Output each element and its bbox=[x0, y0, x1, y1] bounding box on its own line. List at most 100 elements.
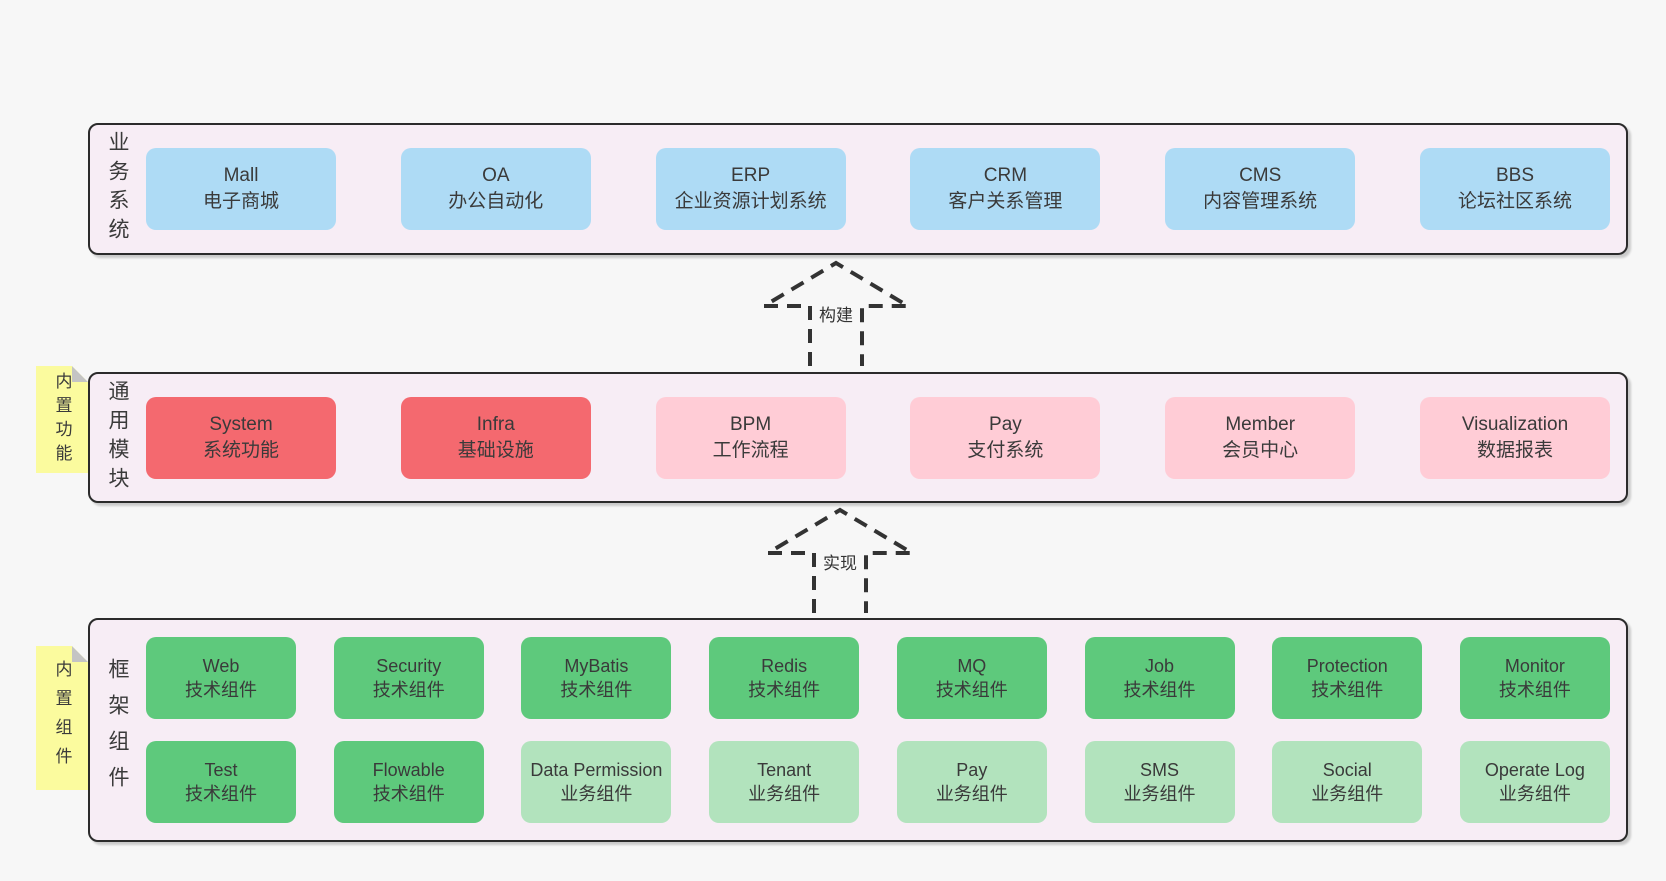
sticky-note-label: 内置功能 bbox=[52, 371, 72, 468]
box-cms: CMS 内容管理系统 bbox=[1165, 148, 1356, 230]
box-subtitle: 技术组件 bbox=[185, 784, 257, 804]
box-subtitle: 业务组件 bbox=[1498, 784, 1571, 804]
box-subtitle: 客户关系管理 bbox=[948, 191, 1063, 212]
box-name: Web bbox=[202, 656, 240, 676]
box-visualization: Visualization 数据报表 bbox=[1419, 396, 1610, 479]
box-redis: Redis 技术组件 bbox=[709, 637, 860, 719]
note-fold-corner-icon bbox=[72, 366, 88, 382]
band-label-text: 框架组件 bbox=[106, 658, 129, 802]
box-operate-log: Operate Log 业务组件 bbox=[1459, 741, 1610, 823]
box-name: Flowable bbox=[372, 760, 445, 780]
band-label-text: 通用模块 bbox=[106, 379, 129, 496]
box-name: Data Permission bbox=[530, 760, 663, 780]
box-name: Pay bbox=[956, 760, 988, 780]
box-subtitle: 业务组件 bbox=[748, 784, 821, 804]
box-mybatis: MyBatis 技术组件 bbox=[521, 637, 672, 719]
box-name: BBS bbox=[1495, 165, 1534, 186]
box-name: Operate Log bbox=[1484, 760, 1585, 780]
box-subtitle: 数据报表 bbox=[1476, 439, 1553, 461]
box-infra: Infra 基础设施 bbox=[400, 396, 591, 479]
box-web: Web 技术组件 bbox=[146, 637, 296, 719]
box-name: Test bbox=[204, 760, 238, 780]
build-arrow: 构建 bbox=[756, 257, 916, 369]
box-subtitle: 电子商城 bbox=[202, 191, 279, 212]
implement-arrow: 实现 bbox=[760, 505, 920, 615]
box-name: Member bbox=[1225, 413, 1296, 435]
box-social: Social 业务组件 bbox=[1272, 741, 1423, 823]
box-subtitle: 技术组件 bbox=[748, 680, 821, 700]
box-name: Social bbox=[1322, 760, 1372, 780]
band-label-text: 业务系统 bbox=[106, 131, 129, 247]
box-security: Security 技术组件 bbox=[333, 637, 484, 719]
box-subtitle: 技术组件 bbox=[560, 680, 633, 700]
sticky-note-label: 内置组件 bbox=[52, 660, 72, 776]
band-framework-components: 框架组件 Web 技术组件 Security 技术组件 MyBatis 技术组件… bbox=[88, 618, 1628, 842]
box-flowable: Flowable 技术组件 bbox=[333, 741, 484, 823]
box-bbs: BBS 论坛社区系统 bbox=[1419, 148, 1610, 230]
box-name: BPM bbox=[730, 413, 772, 435]
box-name: Visualization bbox=[1461, 413, 1569, 435]
box-name: MyBatis bbox=[564, 656, 629, 676]
box-job: Job 技术组件 bbox=[1084, 637, 1235, 719]
band-common-modules: 通用模块 System 系统功能 Infra 基础设施 BPM 工作流程 Pay… bbox=[88, 372, 1628, 503]
box-name: CMS bbox=[1239, 165, 1282, 186]
band-label: 通用模块 bbox=[90, 374, 144, 501]
note-fold-corner-icon bbox=[72, 646, 88, 662]
box-subtitle: 工作流程 bbox=[712, 439, 789, 461]
box-name: Job bbox=[1145, 656, 1175, 676]
box-subtitle: 技术组件 bbox=[372, 784, 445, 804]
band-label: 框架组件 bbox=[90, 620, 144, 840]
box-subtitle: 企业资源计划系统 bbox=[674, 191, 827, 212]
box-subtitle: 业务组件 bbox=[560, 784, 633, 804]
box-pay: Pay 支付系统 bbox=[910, 396, 1101, 479]
box-subtitle: 技术组件 bbox=[372, 680, 445, 700]
band-label: 业务系统 bbox=[90, 125, 144, 253]
band-content: Mall 电子商城 OA 办公自动化 ERP 企业资源计划系统 CRM 客户关系… bbox=[144, 125, 1626, 253]
box-subtitle: 会员中心 bbox=[1222, 439, 1299, 461]
component-row-1: Web 技术组件 Security 技术组件 MyBatis 技术组件 Redi… bbox=[146, 637, 1610, 719]
box-subtitle: 技术组件 bbox=[1311, 680, 1384, 700]
box-name: Redis bbox=[761, 656, 808, 676]
box-subtitle: 技术组件 bbox=[1498, 680, 1571, 700]
dashed-up-arrow-icon bbox=[760, 507, 920, 613]
box-protection: Protection 技术组件 bbox=[1272, 637, 1423, 719]
box-subtitle: 业务组件 bbox=[1123, 784, 1196, 804]
box-bpm: BPM 工作流程 bbox=[655, 396, 846, 479]
box-mq: MQ 技术组件 bbox=[896, 637, 1047, 719]
box-mall: Mall 电子商城 bbox=[146, 148, 336, 230]
box-member: Member 会员中心 bbox=[1165, 396, 1356, 479]
box-name: Mall bbox=[223, 165, 259, 186]
box-sms: SMS 业务组件 bbox=[1084, 741, 1235, 823]
box-tenant: Tenant 业务组件 bbox=[709, 741, 860, 823]
box-system: System 系统功能 bbox=[146, 396, 336, 479]
box-subtitle: 支付系统 bbox=[967, 439, 1044, 461]
box-subtitle: 技术组件 bbox=[935, 680, 1008, 700]
box-test: Test 技术组件 bbox=[146, 741, 296, 823]
box-crm: CRM 客户关系管理 bbox=[910, 148, 1101, 230]
box-subtitle: 技术组件 bbox=[185, 680, 257, 700]
box-pay-component: Pay 业务组件 bbox=[896, 741, 1047, 823]
component-row-2: Test 技术组件 Flowable 技术组件 Data Permission … bbox=[146, 741, 1610, 823]
box-subtitle: 系统功能 bbox=[202, 439, 279, 461]
box-name: Security bbox=[376, 656, 442, 676]
box-erp: ERP 企业资源计划系统 bbox=[655, 148, 846, 230]
box-name: Infra bbox=[476, 413, 515, 435]
box-name: MQ bbox=[957, 656, 987, 676]
dashed-up-arrow-icon bbox=[756, 260, 916, 366]
box-name: Tenant bbox=[757, 760, 812, 780]
box-subtitle: 技术组件 bbox=[1123, 680, 1196, 700]
box-oa: OA 办公自动化 bbox=[400, 148, 591, 230]
band-content: System 系统功能 Infra 基础设施 BPM 工作流程 Pay 支付系统… bbox=[144, 374, 1626, 501]
box-name: ERP bbox=[731, 165, 771, 186]
box-name: SMS bbox=[1140, 760, 1180, 780]
box-name: System bbox=[209, 413, 273, 435]
box-name: Monitor bbox=[1504, 656, 1565, 676]
band-content: Web 技术组件 Security 技术组件 MyBatis 技术组件 Redi… bbox=[144, 620, 1626, 840]
arrow-label: 实现 bbox=[820, 549, 860, 574]
box-subtitle: 论坛社区系统 bbox=[1457, 191, 1572, 212]
box-monitor: Monitor 技术组件 bbox=[1459, 637, 1610, 719]
band-business-systems: 业务系统 Mall 电子商城 OA 办公自动化 ERP 企业资源计划系统 CRM… bbox=[88, 123, 1628, 255]
box-subtitle: 内容管理系统 bbox=[1203, 191, 1318, 212]
box-name: Pay bbox=[989, 413, 1022, 435]
box-subtitle: 业务组件 bbox=[1311, 784, 1384, 804]
